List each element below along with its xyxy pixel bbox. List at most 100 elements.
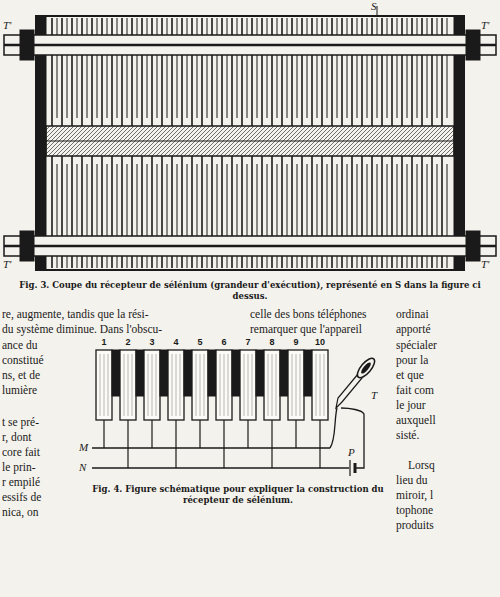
fin-stroke <box>271 55 273 126</box>
fin-stroke <box>197 18 198 35</box>
fin-stroke <box>351 156 353 236</box>
fin-stroke <box>257 256 258 268</box>
fin-stroke <box>311 256 313 268</box>
fin-stroke <box>161 18 163 35</box>
plate-wire <box>247 420 248 448</box>
plate-texture <box>104 354 105 416</box>
fin-stroke <box>211 55 213 126</box>
fin-stroke <box>391 256 393 268</box>
fin-stroke <box>317 55 318 118</box>
fin-stroke <box>57 164 58 236</box>
fin-stroke <box>357 164 358 236</box>
fin-stroke <box>187 55 188 118</box>
fin-stroke <box>111 55 113 126</box>
wire-n <box>92 467 349 468</box>
fin-stroke <box>277 55 278 118</box>
body-text: miroir, l <box>396 489 496 502</box>
fin-stroke <box>321 18 323 35</box>
fin-stroke <box>381 18 383 35</box>
fin-stroke <box>381 256 383 268</box>
fin-stroke <box>337 256 338 268</box>
fin-stroke <box>417 18 418 35</box>
fin-stroke <box>101 55 103 126</box>
fin-stroke <box>287 18 288 35</box>
body-text: core fait <box>2 446 62 459</box>
fin-stroke <box>247 164 248 236</box>
plate-texture <box>152 354 153 416</box>
fin-stroke <box>371 18 373 35</box>
fin-stroke <box>241 55 243 126</box>
plate-texture <box>108 354 109 416</box>
fin-stroke <box>177 55 178 118</box>
body-text: le jour <box>396 399 496 412</box>
fin-stroke <box>201 18 203 35</box>
fin-stroke <box>51 156 53 236</box>
fin-stroke <box>81 156 83 236</box>
fin-stroke <box>117 256 118 268</box>
fin-stroke <box>341 18 343 35</box>
fin-stroke <box>141 18 143 35</box>
fin-stroke <box>131 18 133 35</box>
fin-stroke <box>341 55 343 126</box>
fin-stroke <box>211 156 213 236</box>
fin-stroke <box>427 256 428 268</box>
fin-stroke <box>391 156 393 236</box>
plate-wire <box>199 420 200 448</box>
selenium-plate <box>216 350 232 420</box>
fin-stroke <box>327 18 328 35</box>
fin-stroke <box>147 256 148 268</box>
fin-stroke <box>61 256 63 268</box>
fin-stroke <box>57 256 58 268</box>
fin-stroke <box>117 55 118 118</box>
fin-stroke <box>161 256 163 268</box>
plate-number: 5 <box>192 337 208 347</box>
fin-stroke <box>391 18 393 35</box>
fin-stroke <box>441 156 443 236</box>
plate-texture <box>220 354 221 416</box>
part-letter: T' <box>481 258 497 271</box>
fin-stroke <box>267 256 268 268</box>
fin-stroke <box>51 55 53 126</box>
plate-texture <box>200 354 201 416</box>
fin-stroke <box>377 256 378 268</box>
fin-stroke <box>257 55 258 118</box>
fin-stroke <box>191 256 193 268</box>
fin-stroke <box>191 156 193 236</box>
fin-stroke <box>177 18 178 35</box>
fin-stroke <box>307 164 308 236</box>
fin-stroke <box>291 18 293 35</box>
fin-stroke <box>287 256 288 268</box>
fin-stroke <box>271 18 273 35</box>
plate-texture <box>224 354 225 416</box>
fin-stroke <box>107 164 108 236</box>
fin-stroke <box>161 55 163 126</box>
fin-stroke <box>217 18 218 35</box>
fin-stroke <box>271 156 273 236</box>
selenium-plate <box>96 350 112 420</box>
body-text: r empilé <box>2 476 62 489</box>
fin-stroke <box>151 256 153 268</box>
fin-stroke <box>241 156 243 236</box>
fin-stroke <box>187 164 188 236</box>
fin-stroke <box>87 55 88 118</box>
plate-texture <box>172 354 173 416</box>
fin-stroke <box>61 18 63 35</box>
fin-stroke <box>187 18 188 35</box>
fin-stroke <box>157 18 158 35</box>
fin-stroke <box>307 55 308 118</box>
fin-stroke <box>101 156 103 236</box>
battery-symbol <box>349 460 350 476</box>
fin-stroke <box>207 18 208 35</box>
body-text: pour la <box>396 354 496 367</box>
plate-texture <box>156 354 157 416</box>
fin-stroke <box>167 256 168 268</box>
plate-wire <box>223 420 224 468</box>
fin-stroke <box>297 256 298 268</box>
fin-stroke <box>381 55 383 126</box>
fin-stroke <box>97 256 98 268</box>
receiver-section <box>4 6 496 270</box>
fin-stroke <box>341 256 343 268</box>
fin-stroke <box>171 156 173 236</box>
mica-strip <box>280 350 288 396</box>
fin-stroke <box>337 18 338 35</box>
